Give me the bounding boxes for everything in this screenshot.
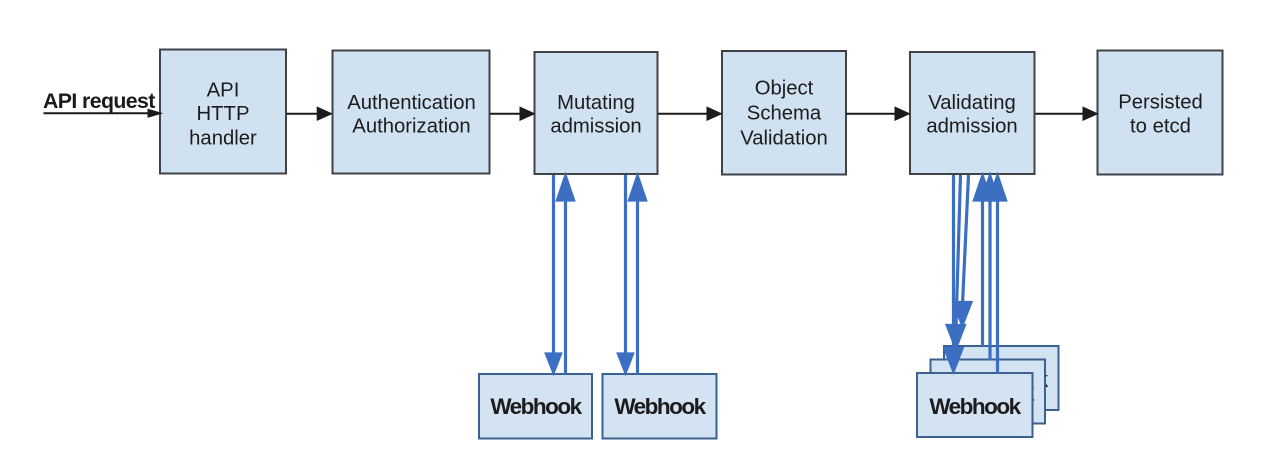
svg-text:Validation: Validation bbox=[740, 128, 828, 150]
svg-text:Mutating: Mutating bbox=[557, 92, 635, 114]
svg-text:Webhook: Webhook bbox=[614, 394, 706, 419]
svg-text:handler: handler bbox=[189, 128, 257, 150]
svg-text:Webhook: Webhook bbox=[490, 394, 582, 419]
svg-text:Webhook: Webhook bbox=[929, 394, 1021, 419]
svg-text:Authorization: Authorization bbox=[352, 116, 470, 138]
svg-text:Authentication: Authentication bbox=[347, 92, 476, 114]
svg-text:Schema: Schema bbox=[747, 103, 822, 125]
svg-text:HTTP: HTTP bbox=[197, 103, 250, 125]
svg-text:admission: admission bbox=[550, 116, 641, 138]
svg-text:Validating: Validating bbox=[928, 92, 1016, 114]
svg-text:to etcd: to etcd bbox=[1130, 116, 1191, 138]
svg-text:API request: API request bbox=[43, 89, 155, 113]
svg-text:admission: admission bbox=[926, 116, 1017, 138]
svg-text:Persisted: Persisted bbox=[1118, 92, 1203, 114]
svg-text:Object: Object bbox=[755, 78, 814, 100]
svg-text:API: API bbox=[207, 80, 240, 102]
